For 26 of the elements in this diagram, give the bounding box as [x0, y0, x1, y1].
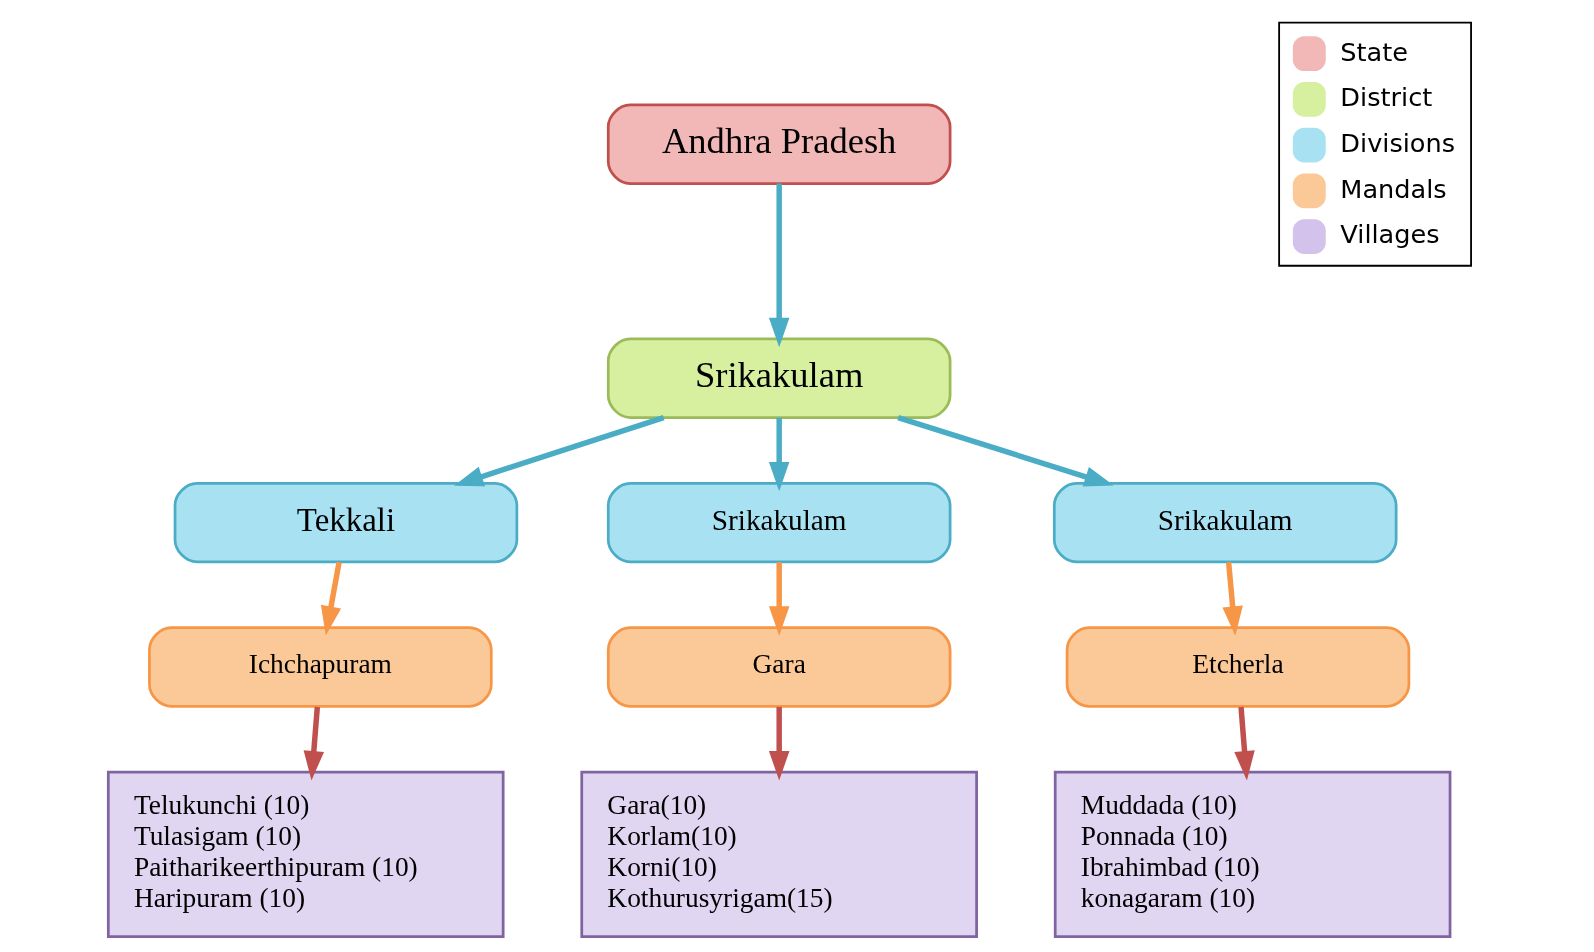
- arrow: [303, 706, 325, 781]
- node-box: Telukunchi (10) Tulasigam (10) Paitharikeerthipuram (10) Haripuram (10): [106, 770, 505, 938]
- node-box: Gara(10) Korlam(10) Korni(10) Kothurusyrigam(15): [580, 770, 978, 938]
- legend-label: State: [1340, 36, 1409, 67]
- node-box: Muddada (10) Ponnada (10) Ibrahimbad (10) konagaram (10): [1053, 770, 1452, 938]
- node-box: Andhra Pradesh: [606, 103, 952, 185]
- node-box: Srikakulam: [1052, 481, 1398, 564]
- node-box: Etcherla: [1065, 626, 1411, 708]
- node-box: Srikakulam: [606, 481, 952, 564]
- arrow: [1222, 561, 1243, 636]
- node-box: Ichchapuram: [148, 626, 493, 708]
- arrow: [454, 414, 665, 487]
- legend-label: District: [1340, 82, 1433, 113]
- arrow: [768, 706, 790, 781]
- legend-label: Divisions: [1340, 127, 1456, 158]
- legend-label: Villages: [1340, 219, 1440, 250]
- arrow: [320, 561, 342, 636]
- arrow: [768, 183, 790, 348]
- legend-label: Mandals: [1340, 173, 1447, 204]
- arrow: [768, 562, 790, 636]
- node-box: Tekkali: [173, 481, 519, 564]
- arrow: [768, 417, 790, 492]
- arrow: [1234, 706, 1255, 781]
- node-box: Srikakulam: [606, 337, 952, 419]
- arrow: [897, 414, 1114, 487]
- node-box: Gara: [606, 626, 952, 708]
